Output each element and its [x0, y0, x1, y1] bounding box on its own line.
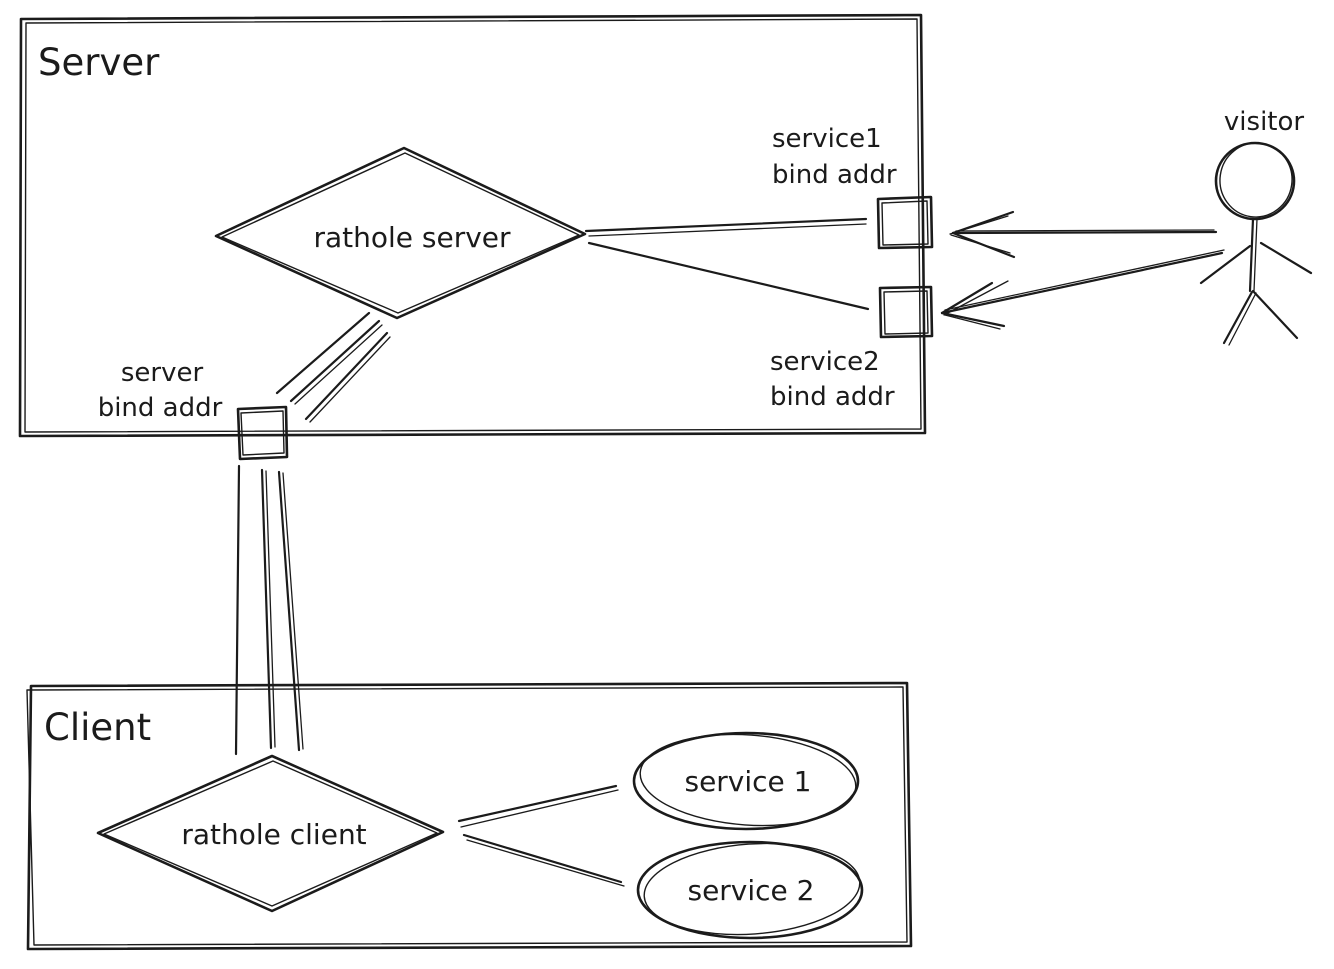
edge-server-bind-to-client — [234, 464, 304, 756]
edge-server-to-service2-bind — [587, 241, 870, 311]
rathole-client-label: rathole client — [181, 818, 366, 851]
visitor-body — [1248, 217, 1255, 293]
server-box-label: Server — [38, 41, 160, 84]
server-bind-label-line2: bind addr — [98, 393, 223, 423]
arrow-visitor-to-service1-bind — [949, 210, 1218, 259]
rathole-server-node: rathole server — [214, 146, 587, 320]
edge-client-to-service1 — [457, 784, 619, 828]
visitor-left-leg — [1222, 290, 1254, 345]
service2-bind-port: service2 bind addr — [770, 285, 934, 412]
rathole-client-node: rathole client — [96, 754, 445, 913]
service2-node: service 2 — [636, 840, 864, 940]
visitor-right-leg — [1251, 289, 1299, 340]
service1-bind-port: service1 bind addr — [772, 124, 934, 250]
visitor-label: visitor — [1224, 107, 1304, 137]
edge-server-to-server-bind — [275, 311, 391, 423]
service1-bind-label-line2: bind addr — [772, 160, 897, 190]
service1-label: service 1 — [684, 765, 811, 798]
edge-client-to-service2 — [462, 833, 625, 887]
visitor-right-arm — [1259, 241, 1313, 275]
visitor-figure: visitor — [1199, 107, 1313, 346]
server-bind-label-line1: server — [121, 358, 204, 388]
service2-label: service 2 — [687, 874, 814, 907]
rathole-server-label: rathole server — [313, 221, 511, 254]
client-box: Client — [26, 681, 913, 951]
service2-bind-label-line1: service2 — [770, 347, 880, 377]
edge-server-to-service1-bind — [584, 217, 868, 237]
arrow-visitor-to-service2-bind — [940, 249, 1225, 330]
service1-bind-label-line1: service1 — [772, 124, 882, 154]
visitor-left-arm — [1199, 244, 1252, 285]
service2-bind-label-line2: bind addr — [770, 382, 895, 412]
server-box: Server — [18, 13, 927, 438]
client-box-label: Client — [44, 706, 151, 749]
server-bind-port: server bind addr — [98, 358, 289, 461]
service1-node: service 1 — [632, 731, 860, 831]
